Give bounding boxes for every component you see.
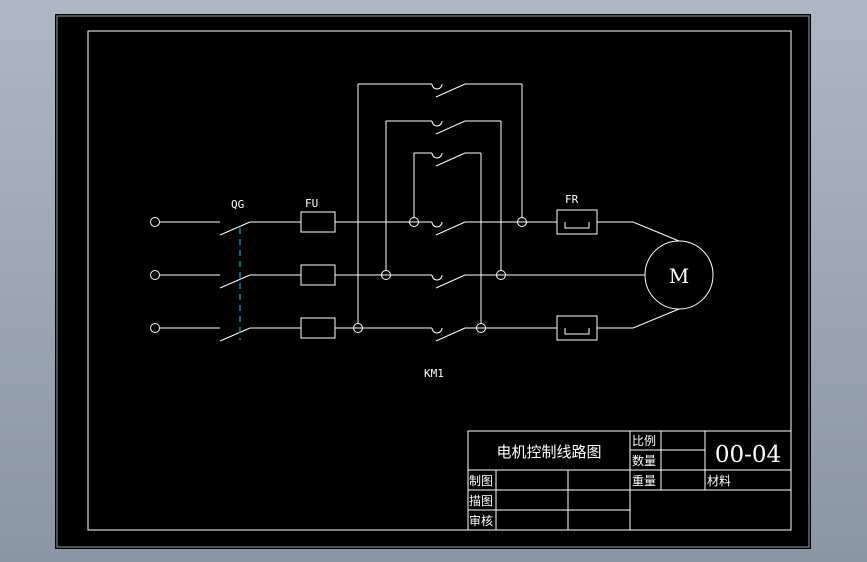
fu-label: FU: [305, 197, 318, 210]
main-wiring: [335, 83, 432, 333]
terminal-l2: [150, 270, 160, 280]
fuses: FU: [250, 197, 336, 339]
title-block: 电机控制线路图 比例 数量 00-04 重量 材料 制图 描图 审核: [467, 430, 792, 531]
thermal-relay-fr: FR: [556, 193, 633, 341]
fr-label: FR: [565, 193, 579, 206]
motor: M: [632, 221, 714, 329]
outer-border: [56, 15, 810, 548]
drawing-sheet: [55, 14, 811, 549]
ratio-label: 比例: [632, 434, 656, 448]
qg-label: QG: [231, 198, 244, 211]
fuse-3: [300, 317, 336, 339]
fuse-1: [300, 211, 336, 233]
traced-label: 描图: [469, 494, 493, 508]
qg-switch: QG: [219, 198, 251, 342]
terminal-l1: [150, 217, 160, 227]
contactor-km1: KM1: [424, 83, 645, 380]
inner-border: [87, 30, 792, 531]
weight-label: 重量: [632, 474, 656, 488]
material-label: 材料: [707, 474, 731, 488]
fuse-2: [300, 264, 336, 286]
motor-label: M: [669, 264, 689, 288]
km1-label: KM1: [424, 367, 444, 380]
drawing-number: 00-04: [715, 442, 781, 468]
drawing-title: 电机控制线路图: [496, 443, 601, 461]
motor-circle: [644, 240, 714, 310]
quantity-label: 数量: [632, 453, 656, 468]
input-terminals: [150, 217, 220, 333]
checked-label: 审核: [469, 513, 493, 528]
drawn-label: 制图: [469, 474, 493, 488]
terminal-l3: [150, 323, 160, 333]
